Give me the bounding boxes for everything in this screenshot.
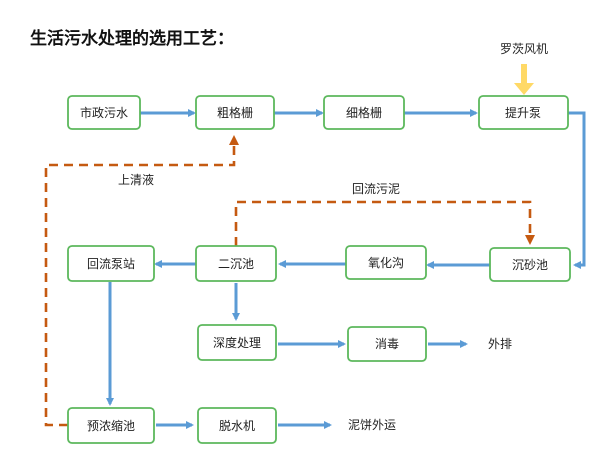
node-secondary-clarifier: 二沉池 <box>195 245 277 282</box>
node-municipal-sewage: 市政污水 <box>67 95 141 130</box>
arrow-pump-to-grit <box>568 111 586 269</box>
svg-text:消毒: 消毒 <box>375 337 399 351</box>
svg-text:氧化沟: 氧化沟 <box>368 256 404 270</box>
node-lift-pump: 提升泵 <box>478 95 569 130</box>
svg-text:回流泵站: 回流泵站 <box>87 257 135 271</box>
node-oxidation-ditch: 氧化沟 <box>345 245 427 280</box>
svg-text:二沉池: 二沉池 <box>218 257 254 271</box>
svg-text:提升泵: 提升泵 <box>505 105 541 120</box>
label-discharge: 外排 <box>488 337 512 351</box>
node-coarse-screen: 粗格栅 <box>195 95 275 130</box>
svg-text:深度处理: 深度处理 <box>213 335 261 350</box>
return-sludge-line <box>234 200 535 246</box>
svg-text:市政污水: 市政污水 <box>80 105 128 120</box>
svg-text:细格栅: 细格栅 <box>346 105 382 120</box>
svg-text:沉砂池: 沉砂池 <box>512 258 548 272</box>
blower-arrowhead <box>514 83 534 95</box>
label-supernatant: 上清液 <box>118 172 154 187</box>
node-advanced-treatment: 深度处理 <box>197 324 277 361</box>
node-return-pump-station: 回流泵站 <box>67 245 155 282</box>
label-return-sludge: 回流污泥 <box>352 182 400 196</box>
node-disinfection: 消毒 <box>347 326 427 362</box>
node-grit-chamber: 沉砂池 <box>489 247 571 282</box>
svg-text:粗格栅: 粗格栅 <box>217 105 253 120</box>
svg-text:脱水机: 脱水机 <box>219 418 255 433</box>
svg-text:预浓缩池: 预浓缩池 <box>87 418 135 433</box>
diagram-title: 生活污水处理的选用工艺： <box>30 29 234 49</box>
label-roots-blower: 罗茨风机 <box>500 42 548 56</box>
node-dewatering: 脱水机 <box>197 407 277 444</box>
node-fine-screen: 细格栅 <box>323 95 405 130</box>
node-thickener: 预浓缩池 <box>67 407 155 444</box>
label-cake-disposal: 泥饼外运 <box>348 418 396 432</box>
